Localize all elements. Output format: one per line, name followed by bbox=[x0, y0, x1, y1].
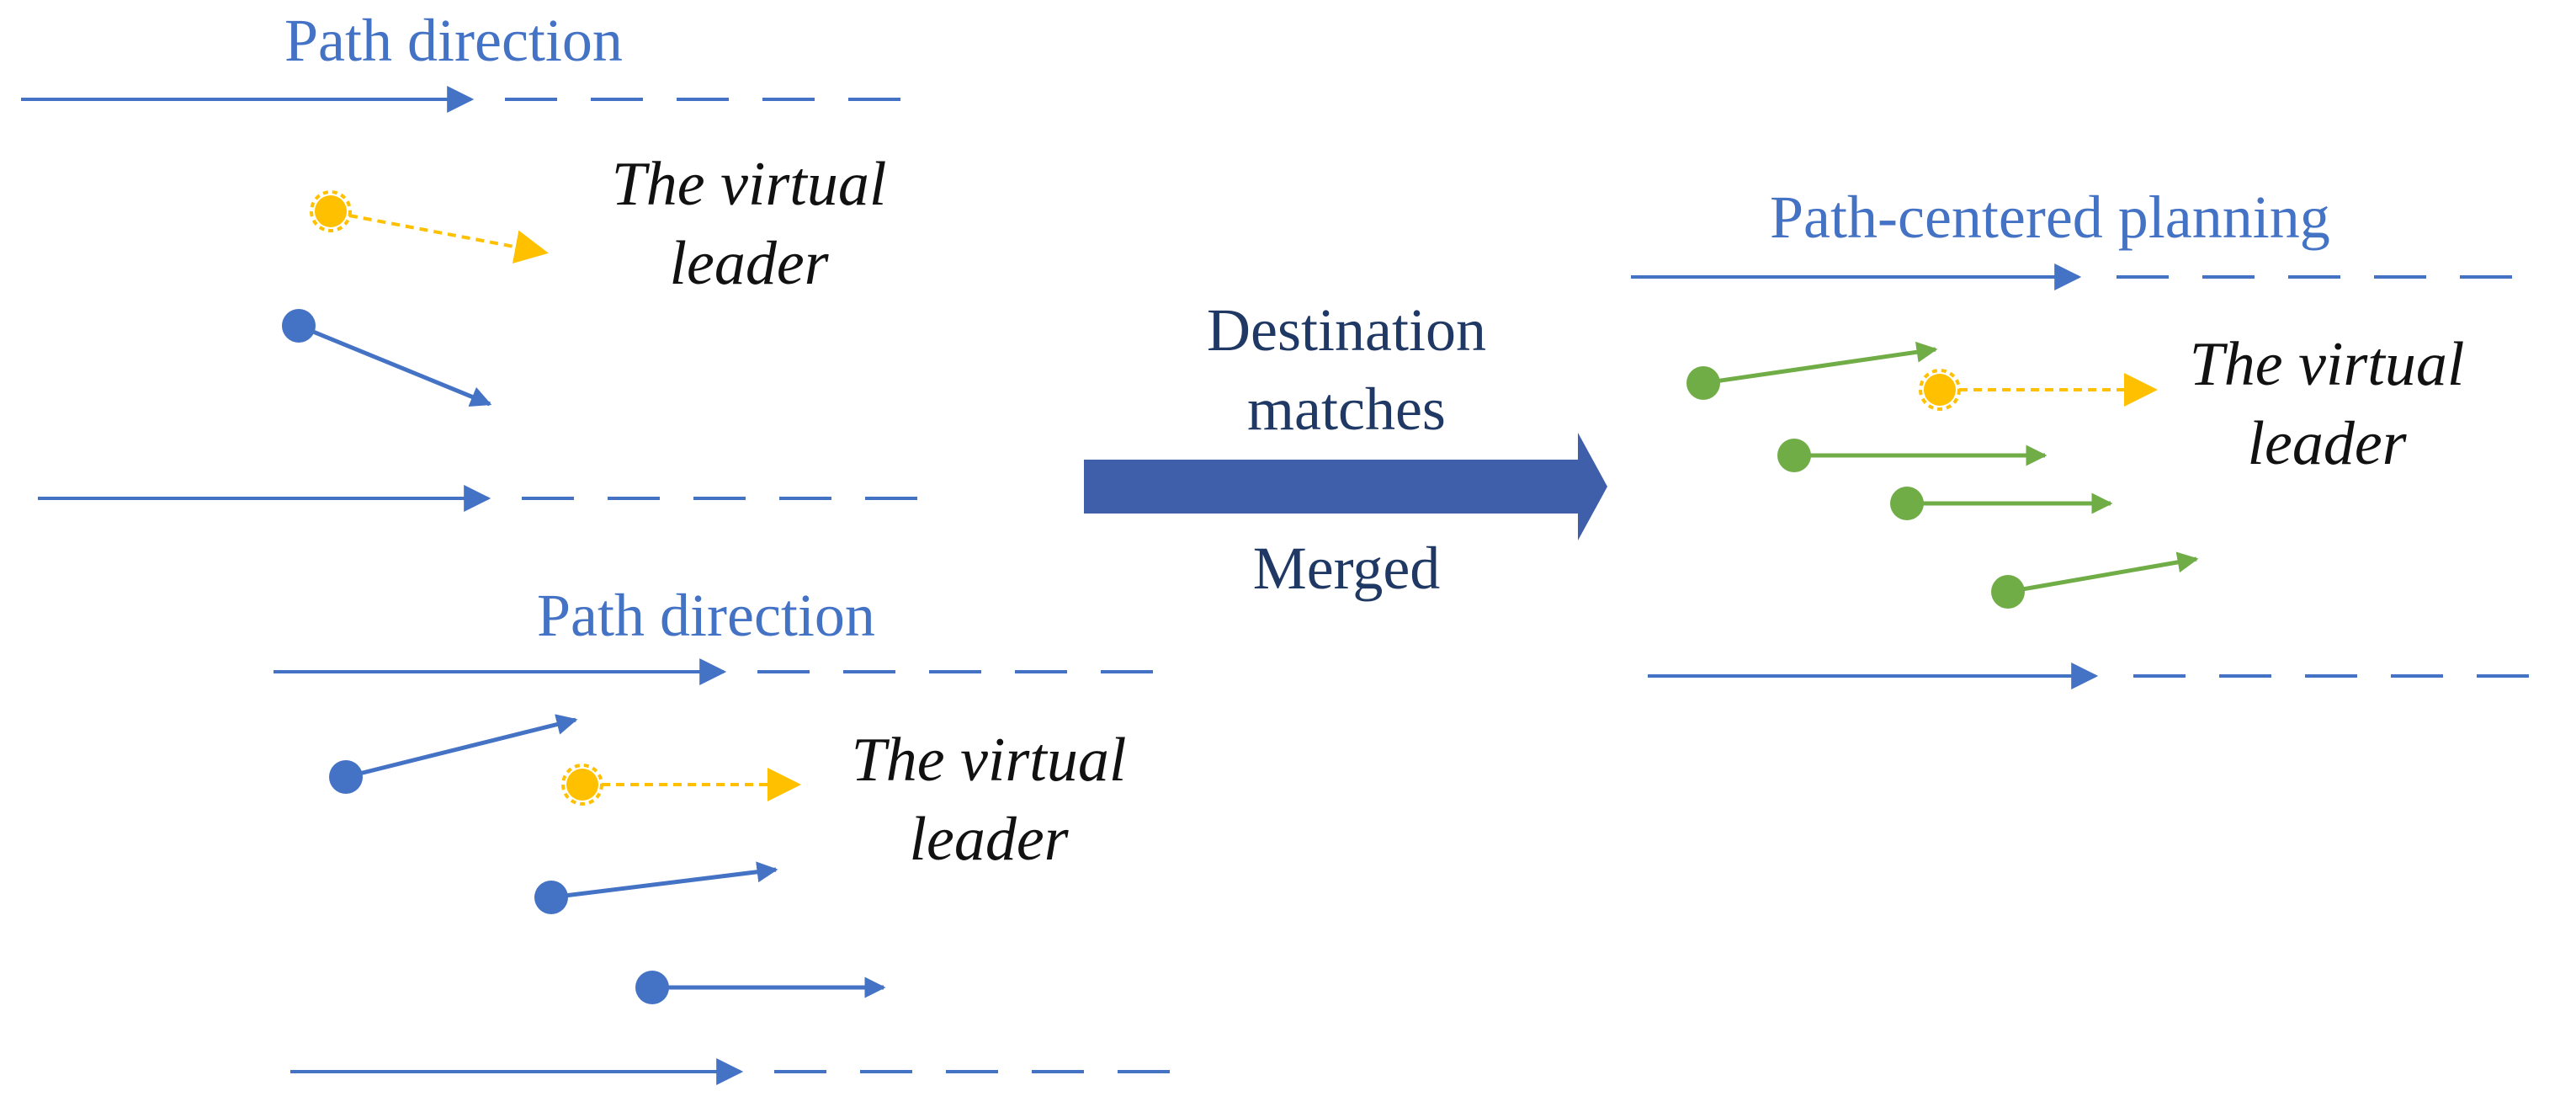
agent-blue bbox=[329, 714, 578, 794]
leader-label-line1: The virtual bbox=[611, 150, 887, 219]
path-title-right: Path-centered planning bbox=[1770, 184, 2330, 251]
leader-label-line2: leader bbox=[2247, 409, 2407, 478]
leader-label-left-bottom: The virtual leader bbox=[829, 721, 1149, 879]
left-top-group bbox=[21, 86, 943, 512]
virtual-leader-marker bbox=[561, 764, 801, 806]
path-title-left-bottom: Path direction bbox=[537, 582, 875, 649]
merge-reason-line1: Destination bbox=[1207, 296, 1486, 364]
leader-label-left-top: The virtual leader bbox=[589, 145, 909, 303]
left-bottom-group bbox=[274, 658, 1195, 1085]
merge-arrow bbox=[1084, 433, 1607, 540]
leader-label-line1: The virtual bbox=[2189, 330, 2465, 399]
agent-blue bbox=[635, 971, 886, 1004]
agent-green bbox=[1686, 341, 1938, 400]
merged-label: Merged bbox=[1252, 535, 1441, 602]
agent-green bbox=[1890, 487, 2113, 520]
agent-green bbox=[1991, 551, 2199, 609]
agent-blue bbox=[534, 861, 778, 914]
leader-label-line2: leader bbox=[909, 805, 1069, 874]
agent-blue bbox=[282, 309, 492, 407]
leader-label-line2: leader bbox=[669, 229, 829, 298]
merge-reason-line2: matches bbox=[1247, 375, 1446, 443]
merge-reason-label: Destination matches bbox=[1145, 290, 1548, 449]
virtual-leader-marker bbox=[1919, 369, 2158, 411]
leader-label-line1: The virtual bbox=[851, 726, 1127, 795]
virtual-leader-marker bbox=[310, 190, 549, 263]
path-title-left-top: Path direction bbox=[284, 7, 623, 74]
agent-green bbox=[1777, 439, 2048, 472]
right-group bbox=[1631, 263, 2550, 689]
leader-label-right: The virtual leader bbox=[2167, 325, 2487, 483]
